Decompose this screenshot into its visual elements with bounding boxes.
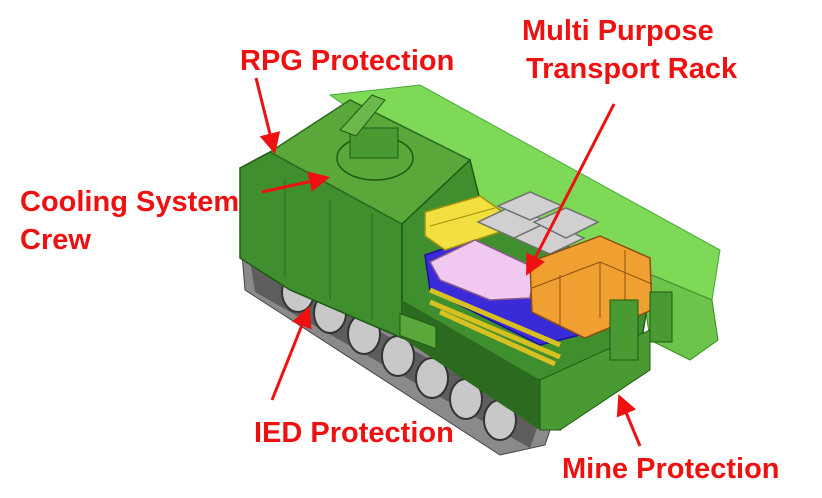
cargo-cover xyxy=(428,239,536,301)
rpg-protection-label: RPG Protection xyxy=(240,45,455,77)
multi-purpose-rack-label-line2: Transport Rack xyxy=(526,53,738,85)
side-pipes xyxy=(429,287,561,367)
mine-protection-arrow xyxy=(616,394,642,447)
rpg-protection-arrow xyxy=(254,77,281,155)
multi-purpose-rack-label-line1: Multi Purpose xyxy=(522,15,714,47)
cooling-system-label: Cooling System xyxy=(20,186,240,218)
crew-label: Crew xyxy=(20,224,91,256)
ied-protection-label: IED Protection xyxy=(254,417,454,449)
ied-protection-arrow xyxy=(270,306,312,401)
roof-panels xyxy=(476,191,600,255)
turret xyxy=(336,94,414,181)
cooling-system-arrow xyxy=(261,171,331,194)
rear-hardware xyxy=(609,291,673,361)
multi-purpose-rack-arrow xyxy=(526,103,616,276)
deck-hatch xyxy=(399,312,437,350)
mine-protection-label: Mine Protection xyxy=(562,453,780,485)
